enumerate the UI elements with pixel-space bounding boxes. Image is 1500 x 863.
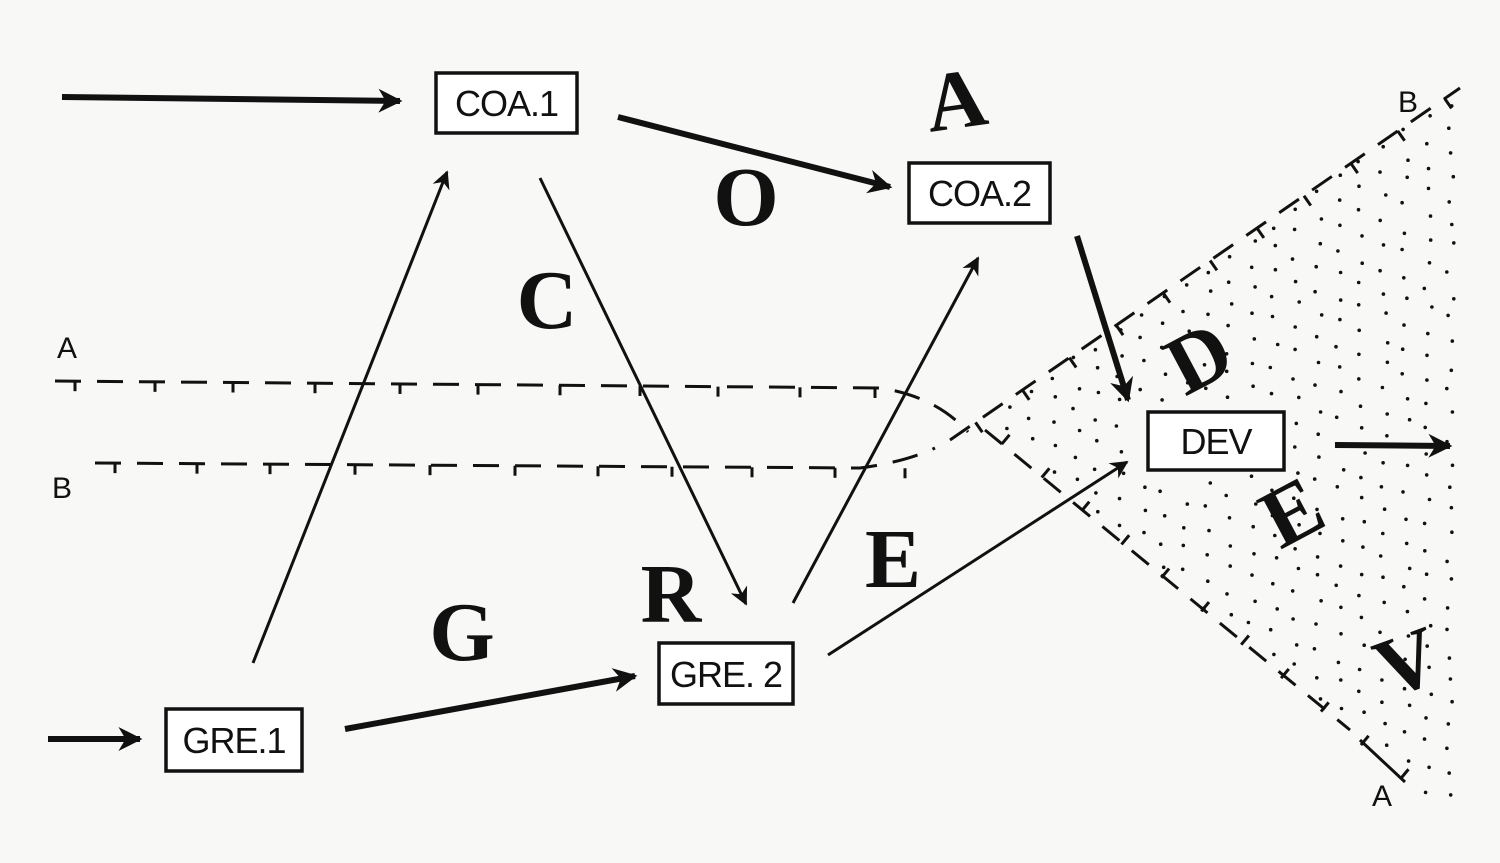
letter-greed-g: G: [429, 586, 494, 679]
boundary-a: [54, 379, 1410, 784]
thin-arrows: [251, 170, 1129, 664]
box-gre1-label: GRE.1: [182, 720, 285, 761]
arrow-gre1-to-gre2: [344, 668, 638, 732]
arrow-coa1-to-coa2: [617, 114, 893, 194]
box-gre2: GRE. 2: [657, 641, 795, 706]
box-gre2-label: GRE. 2: [670, 654, 782, 695]
stippled-development-zone: [1005, 104, 1456, 797]
output-arrow-dev: [1334, 433, 1453, 458]
input-arrow-coa1: [61, 88, 403, 113]
arrow-coa2-to-dev: [1074, 235, 1134, 403]
box-gre1: GRE.1: [164, 707, 304, 773]
boundary-a-label-right: A: [1372, 780, 1392, 813]
letter-coarse-a: A: [920, 50, 993, 151]
box-coa1-label: COA.1: [455, 83, 558, 124]
boundary-b-label-left: B: [52, 472, 72, 505]
thick-arrows: [48, 88, 1453, 751]
arrow-gre2-to-dev: [827, 460, 1129, 657]
arrow-gre1-to-coa1: [251, 170, 450, 664]
letter-coarse-o: O: [713, 151, 778, 244]
letter-greed-e: E: [865, 513, 921, 606]
letter-dev-d: D: [1151, 303, 1248, 414]
letter-greed-r: R: [641, 548, 703, 641]
box-dev-label: DEV: [1180, 421, 1252, 462]
letter-dev-v: V: [1363, 608, 1452, 716]
arrow-gre2-to-coa2: [791, 256, 980, 604]
boundary-b-label-right: B: [1398, 86, 1418, 119]
box-coa2: COA.2: [907, 161, 1052, 225]
letter-dev-e: E: [1246, 458, 1339, 566]
box-coa1: COA.1: [434, 71, 579, 135]
arrow-coa1-to-gre2: [538, 177, 748, 606]
boundary-a-label-left: A: [57, 332, 77, 365]
box-dev: DEV: [1146, 410, 1286, 472]
box-coa2-label: COA.2: [928, 173, 1031, 214]
boundary-b: [94, 86, 1461, 479]
letter-coarse-c: C: [517, 254, 578, 347]
